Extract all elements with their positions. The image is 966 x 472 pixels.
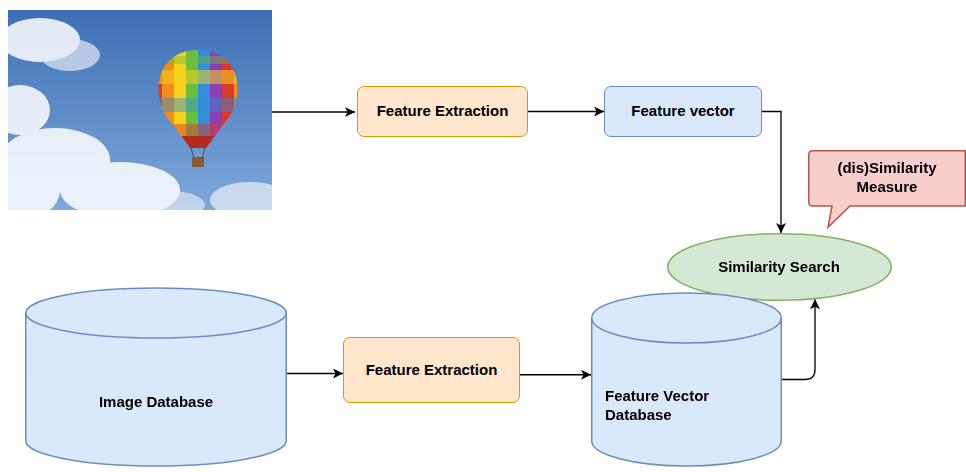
node-content: Image Database [25,288,287,466]
node-label: (dis)Similarity Measure [825,159,950,197]
callout-note: (dis)Similarity Measure [808,150,966,228]
balloon-basket [192,157,204,167]
node-content: Feature Extraction [358,87,527,136]
node-label: Image Database [99,393,213,412]
connector-arrow [762,112,781,234]
connector-arrow [528,111,604,112]
process-box: Feature Extraction [357,86,528,137]
node-content: Feature Extraction [344,338,519,402]
node-label: Feature Extraction [377,102,509,121]
balloon-envelope [150,48,250,150]
node-label: Feature vector [631,102,734,121]
photo-scene [8,10,272,210]
process-box: Feature Extraction [343,337,520,403]
node-content: Similarity Search [667,233,892,301]
data-box: Feature vector [604,86,762,137]
cylinder-body [592,293,782,466]
node-label: Feature Extraction [366,361,498,380]
cylinder-rim [26,313,287,338]
database-cylinder: Feature Vector Database [591,293,782,466]
cylinder-rim [592,318,782,343]
cylinder-body [26,288,287,466]
node-label: Feature Vector Database [605,387,730,425]
photo-arrow [272,111,355,112]
ellipse-shape [667,234,891,301]
database-cylinder: Image Database [25,288,287,466]
connector-arrow [520,374,591,375]
node-content: Feature Vector Database [591,293,782,466]
node-content: (dis)Similarity Measure [808,150,966,228]
node-content: Feature vector [605,87,761,136]
cylinder-outline [591,293,782,466]
connector-arrow [287,373,343,374]
node-label: Similarity Search [718,258,840,277]
callout-shape [809,151,966,228]
cylinder-outline [25,288,287,466]
search-ellipse: Similarity Search [667,233,892,301]
connector-arrow [782,299,815,379]
